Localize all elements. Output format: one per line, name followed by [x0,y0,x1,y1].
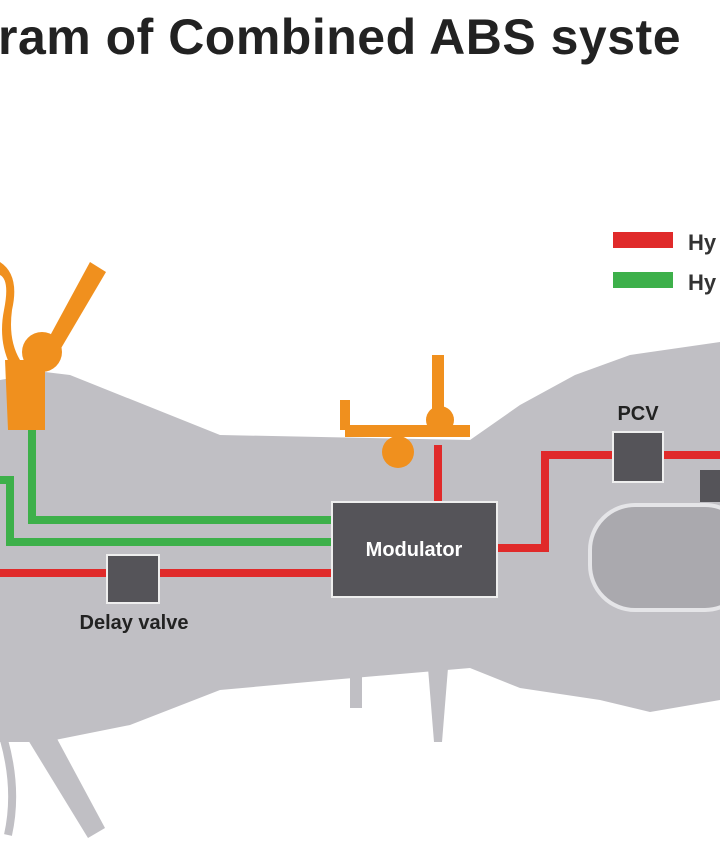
legend-label-red: Hy [688,230,717,255]
bottom-lump [350,670,362,708]
green-line-front-2 [0,476,332,546]
modulator-label: Modulator [366,539,463,561]
engine-block [588,503,720,612]
diagram-title: ram of Combined ABS syste [0,9,682,65]
green-line-front-1 [28,425,332,524]
pcv-box [612,431,664,483]
engine-part [700,470,720,502]
legend-swatch-red [613,232,673,248]
front-fork [0,738,17,836]
delay-valve-label: Delay valve [80,612,189,634]
legend-label-green: Hy [688,270,717,295]
legend-swatch-green [613,272,673,288]
rear-brake-pedal [340,355,470,468]
rear-leg [25,735,105,838]
pcv-label: PCV [617,403,659,425]
delay-valve-box [106,554,160,604]
bottom-stand [428,668,448,742]
modulator-box [331,501,498,598]
front-brake-lever [0,262,106,430]
